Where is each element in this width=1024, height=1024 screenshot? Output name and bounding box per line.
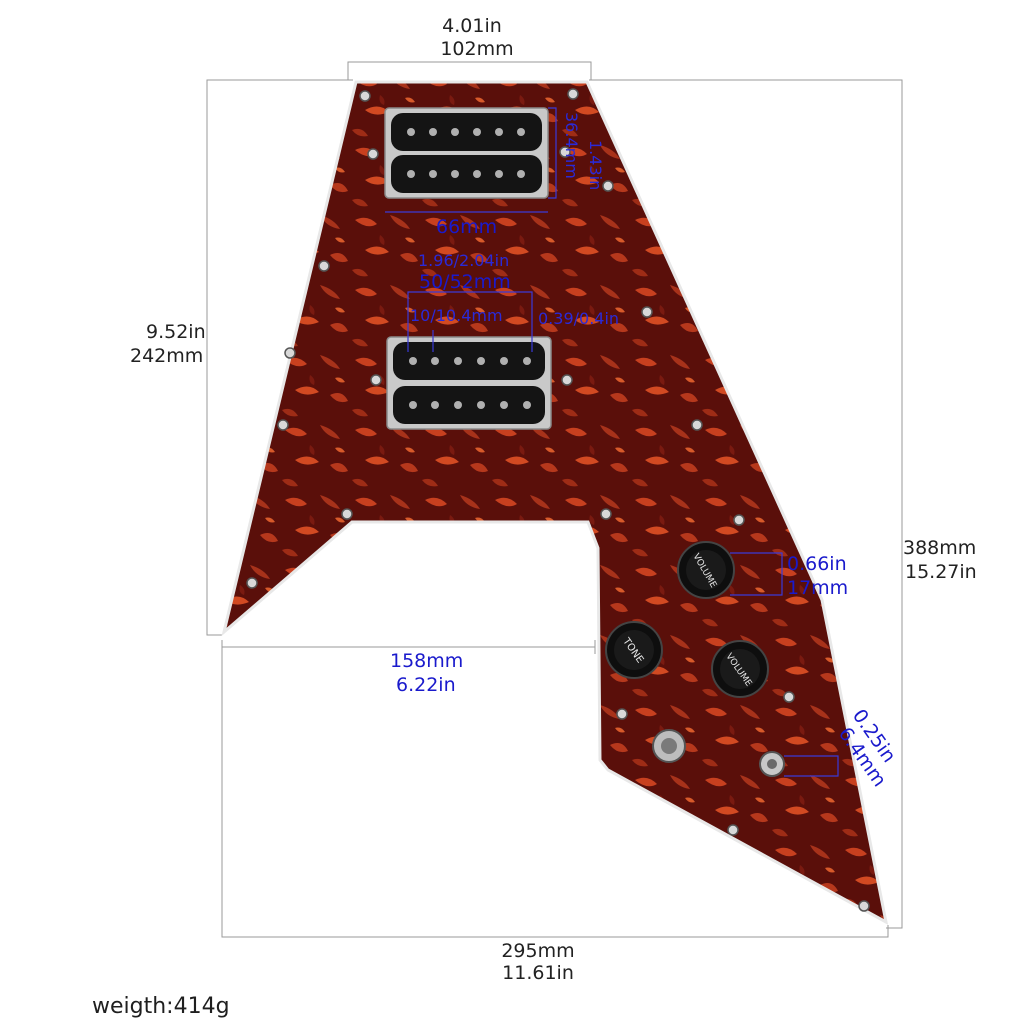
top-width-mm: 102mm [440,38,513,60]
volume-knob-upper: VOLUME [677,541,735,599]
screw [727,824,739,836]
dimension-lines [206,61,903,938]
bottom-width-in: 11.61in [502,962,574,984]
pickup-spacing-in: 1.96/2.04in [418,251,509,270]
pickup-height-in: 1.43in [586,140,605,190]
pickguard-body [221,80,889,925]
screw [783,691,795,703]
screw [359,90,371,102]
pickup-coil [393,342,545,380]
output-jack [759,751,785,777]
pickup-coil [391,113,542,151]
left-height-in: 9.52in [146,321,206,343]
knob-size-mm: 17mm [787,577,848,599]
volume-knob-lower: VOLUME [711,640,769,698]
screw [567,88,579,100]
left-height-mm: 242mm [130,345,203,367]
neck-pickup [384,107,549,199]
pickup-coil [391,155,542,193]
cutout-width-in: 6.22in [396,674,456,696]
screw [602,180,614,192]
knob-size-in: 0.66in [787,553,847,575]
top-width-in: 4.01in [442,15,502,37]
screw [367,148,379,160]
screw [600,508,612,520]
screw [246,577,258,589]
pickup-width-mm: 66mm [436,216,497,238]
screws [246,88,870,912]
toggle-switch [652,729,686,763]
pickup-height-mm: 36.4mm [562,112,581,179]
screw [858,900,870,912]
screw [341,508,353,520]
bottom-width-mm: 295mm [501,940,574,962]
screw [691,419,703,431]
cutout-width-mm: 158mm [390,650,463,672]
pickup-coil [393,386,545,424]
blue-measure-lines [385,107,839,777]
pickup-spacing-mm: 50/52mm [419,271,511,293]
screw [559,146,571,158]
screw [277,419,289,431]
screw [733,514,745,526]
screw [318,260,330,272]
weight-label: weigth:414g [92,994,230,1019]
screw [641,306,653,318]
screw [370,374,382,386]
screw [284,347,296,359]
right-height-mm: 388mm [903,537,976,559]
right-height-in: 15.27in [905,561,977,583]
bridge-pickup [386,336,552,430]
pole-spacing-mm: 10/10.4mm [410,306,503,325]
screw [561,374,573,386]
tone-knob: TONE [605,621,663,679]
screw [616,708,628,720]
pole-spacing-in: 0.39/0.4in [538,309,619,328]
